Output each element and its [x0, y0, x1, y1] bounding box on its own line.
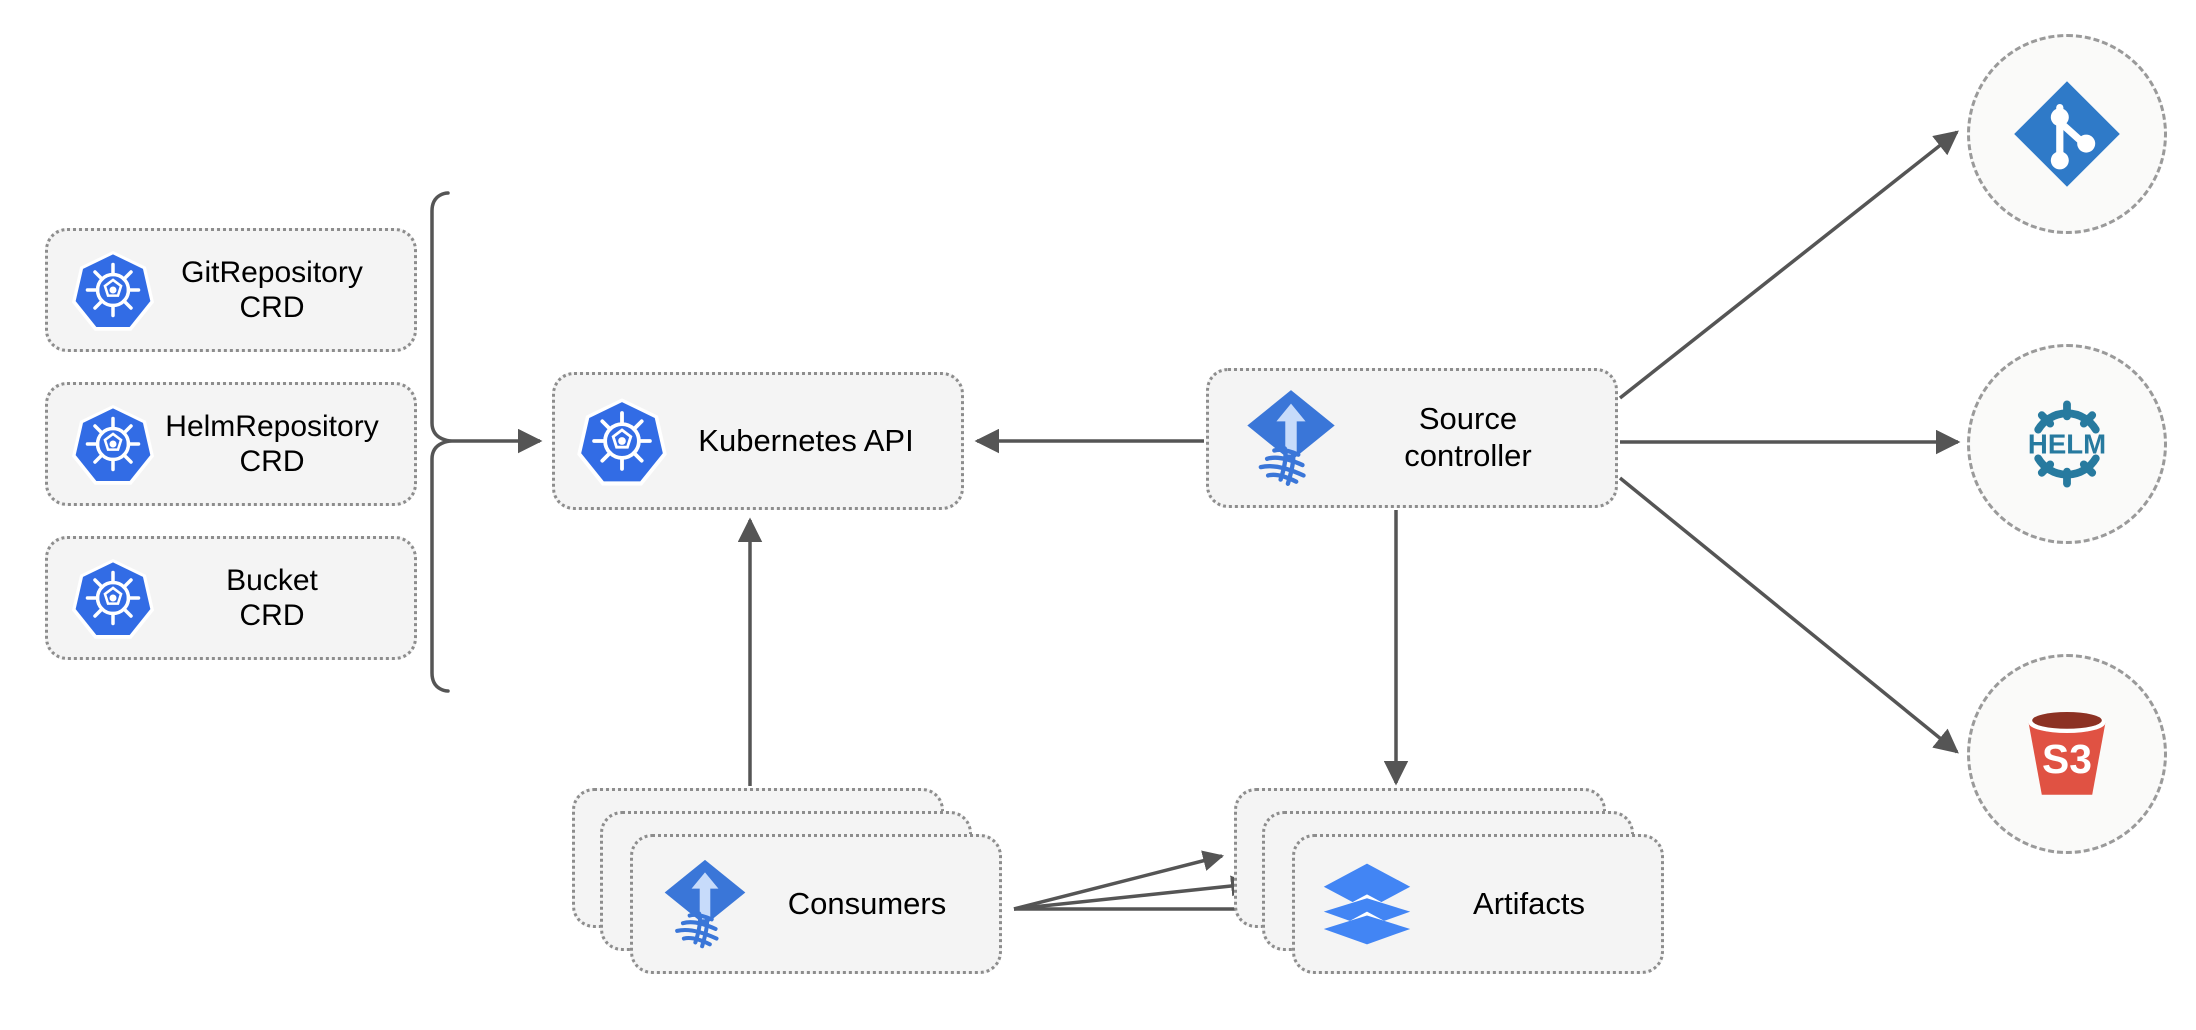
helm-icon: HELM	[2007, 384, 2127, 504]
node-label: Artifacts	[1473, 886, 1585, 921]
node-label: GitRepository CRD	[181, 255, 363, 324]
flux-icon	[657, 856, 753, 952]
kubernetes-icon	[575, 394, 669, 488]
edge-source-to-s3	[1618, 476, 1959, 754]
consumers-sheet-front[interactable]: Consumers	[630, 834, 1002, 974]
git-icon	[2007, 74, 2127, 194]
node-label: HelmRepository CRD	[165, 409, 379, 478]
s3-wordmark: S3	[2042, 736, 2092, 782]
node-source-controller[interactable]: Source controller	[1206, 368, 1618, 508]
node-artifacts-stack[interactable]: Artifacts	[1234, 788, 1674, 988]
node-bucket-crd[interactable]: Bucket CRD	[45, 536, 417, 660]
node-git-source[interactable]	[1967, 34, 2167, 234]
crd-group-bracket	[430, 191, 453, 693]
s3-icon: S3	[2007, 694, 2127, 814]
kubernetes-icon	[70, 247, 156, 333]
edge-consumers-to-artifacts-1	[1013, 850, 1225, 911]
edge-source-to-git	[1618, 130, 1959, 400]
kubernetes-icon	[70, 555, 156, 641]
node-label: Consumers	[787, 886, 947, 921]
artifacts-sheet-front[interactable]: Artifacts	[1292, 834, 1664, 974]
node-helmrepository-crd[interactable]: HelmRepository CRD	[45, 382, 417, 506]
kubernetes-icon	[70, 401, 156, 487]
helm-wordmark: HELM	[2028, 429, 2106, 460]
node-consumers-stack[interactable]: Consumers	[572, 788, 1012, 988]
node-helm-source[interactable]: HELM	[1967, 344, 2167, 544]
node-label: Bucket CRD	[226, 563, 318, 632]
layers-icon	[1319, 856, 1415, 952]
node-label: Kubernetes API	[698, 422, 914, 458]
flux-icon	[1239, 386, 1343, 490]
edge-consumers-to-artifacts-2	[1013, 875, 1253, 911]
node-kubernetes-api[interactable]: Kubernetes API	[552, 372, 964, 510]
node-s3-source[interactable]: S3	[1967, 654, 2167, 854]
node-label: Source controller	[1404, 401, 1532, 473]
node-gitrepository-crd[interactable]: GitRepository CRD	[45, 228, 417, 352]
